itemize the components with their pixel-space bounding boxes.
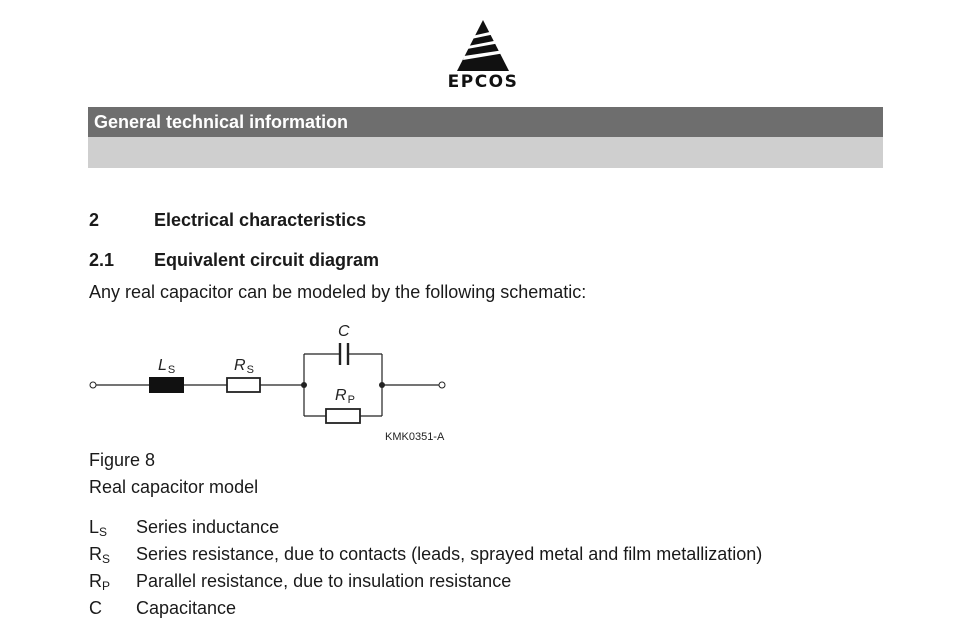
subsection-title: Equivalent circuit diagram [154,250,380,270]
header-subbar [88,137,883,168]
legend-description: Parallel resistance, due to insulation r… [136,571,512,591]
circuit-wires [96,353,439,417]
junction-right [379,382,385,388]
label-rp: RP [335,387,355,406]
legend-symbol: RS [89,544,111,566]
terminal-left [89,381,97,389]
legend-description: Series resistance, due to contacts (lead… [136,544,763,564]
legend-description: Capacitance [136,598,237,618]
header-title: General technical information [94,112,349,132]
label-rs: RS [234,357,254,376]
figure-number: Figure 8 [89,450,156,470]
logo-text: EPCOS [447,72,519,92]
legend-symbol: LS [89,517,108,539]
resistor-rp-symbol [325,408,361,424]
epcos-logo: EPCOS [440,18,526,94]
label-c: C [338,323,350,340]
junction-left [301,382,307,388]
legend-symbol: C [89,598,102,618]
legend-description: Series inductance [136,517,280,537]
subsection-number: 2.1 [89,250,115,270]
figure-caption: Real capacitor model [89,477,259,497]
intro-text: Any real capacitor can be modeled by the… [89,282,587,302]
section-title: Electrical characteristics [154,210,367,230]
inductor-ls-symbol [149,377,184,393]
resistor-rs-symbol [226,377,261,393]
header-bar: General technical information [88,107,883,137]
label-ls: LS [158,357,175,376]
epcos-logo-icon [457,20,509,71]
section-number: 2 [89,210,100,230]
terminal-right [438,381,446,389]
diagram-code: KMK0351-A [385,431,445,443]
legend-symbol: RP [89,571,111,593]
equivalent-circuit-diagram: LS RS C RP KMK0351-A [89,323,446,443]
